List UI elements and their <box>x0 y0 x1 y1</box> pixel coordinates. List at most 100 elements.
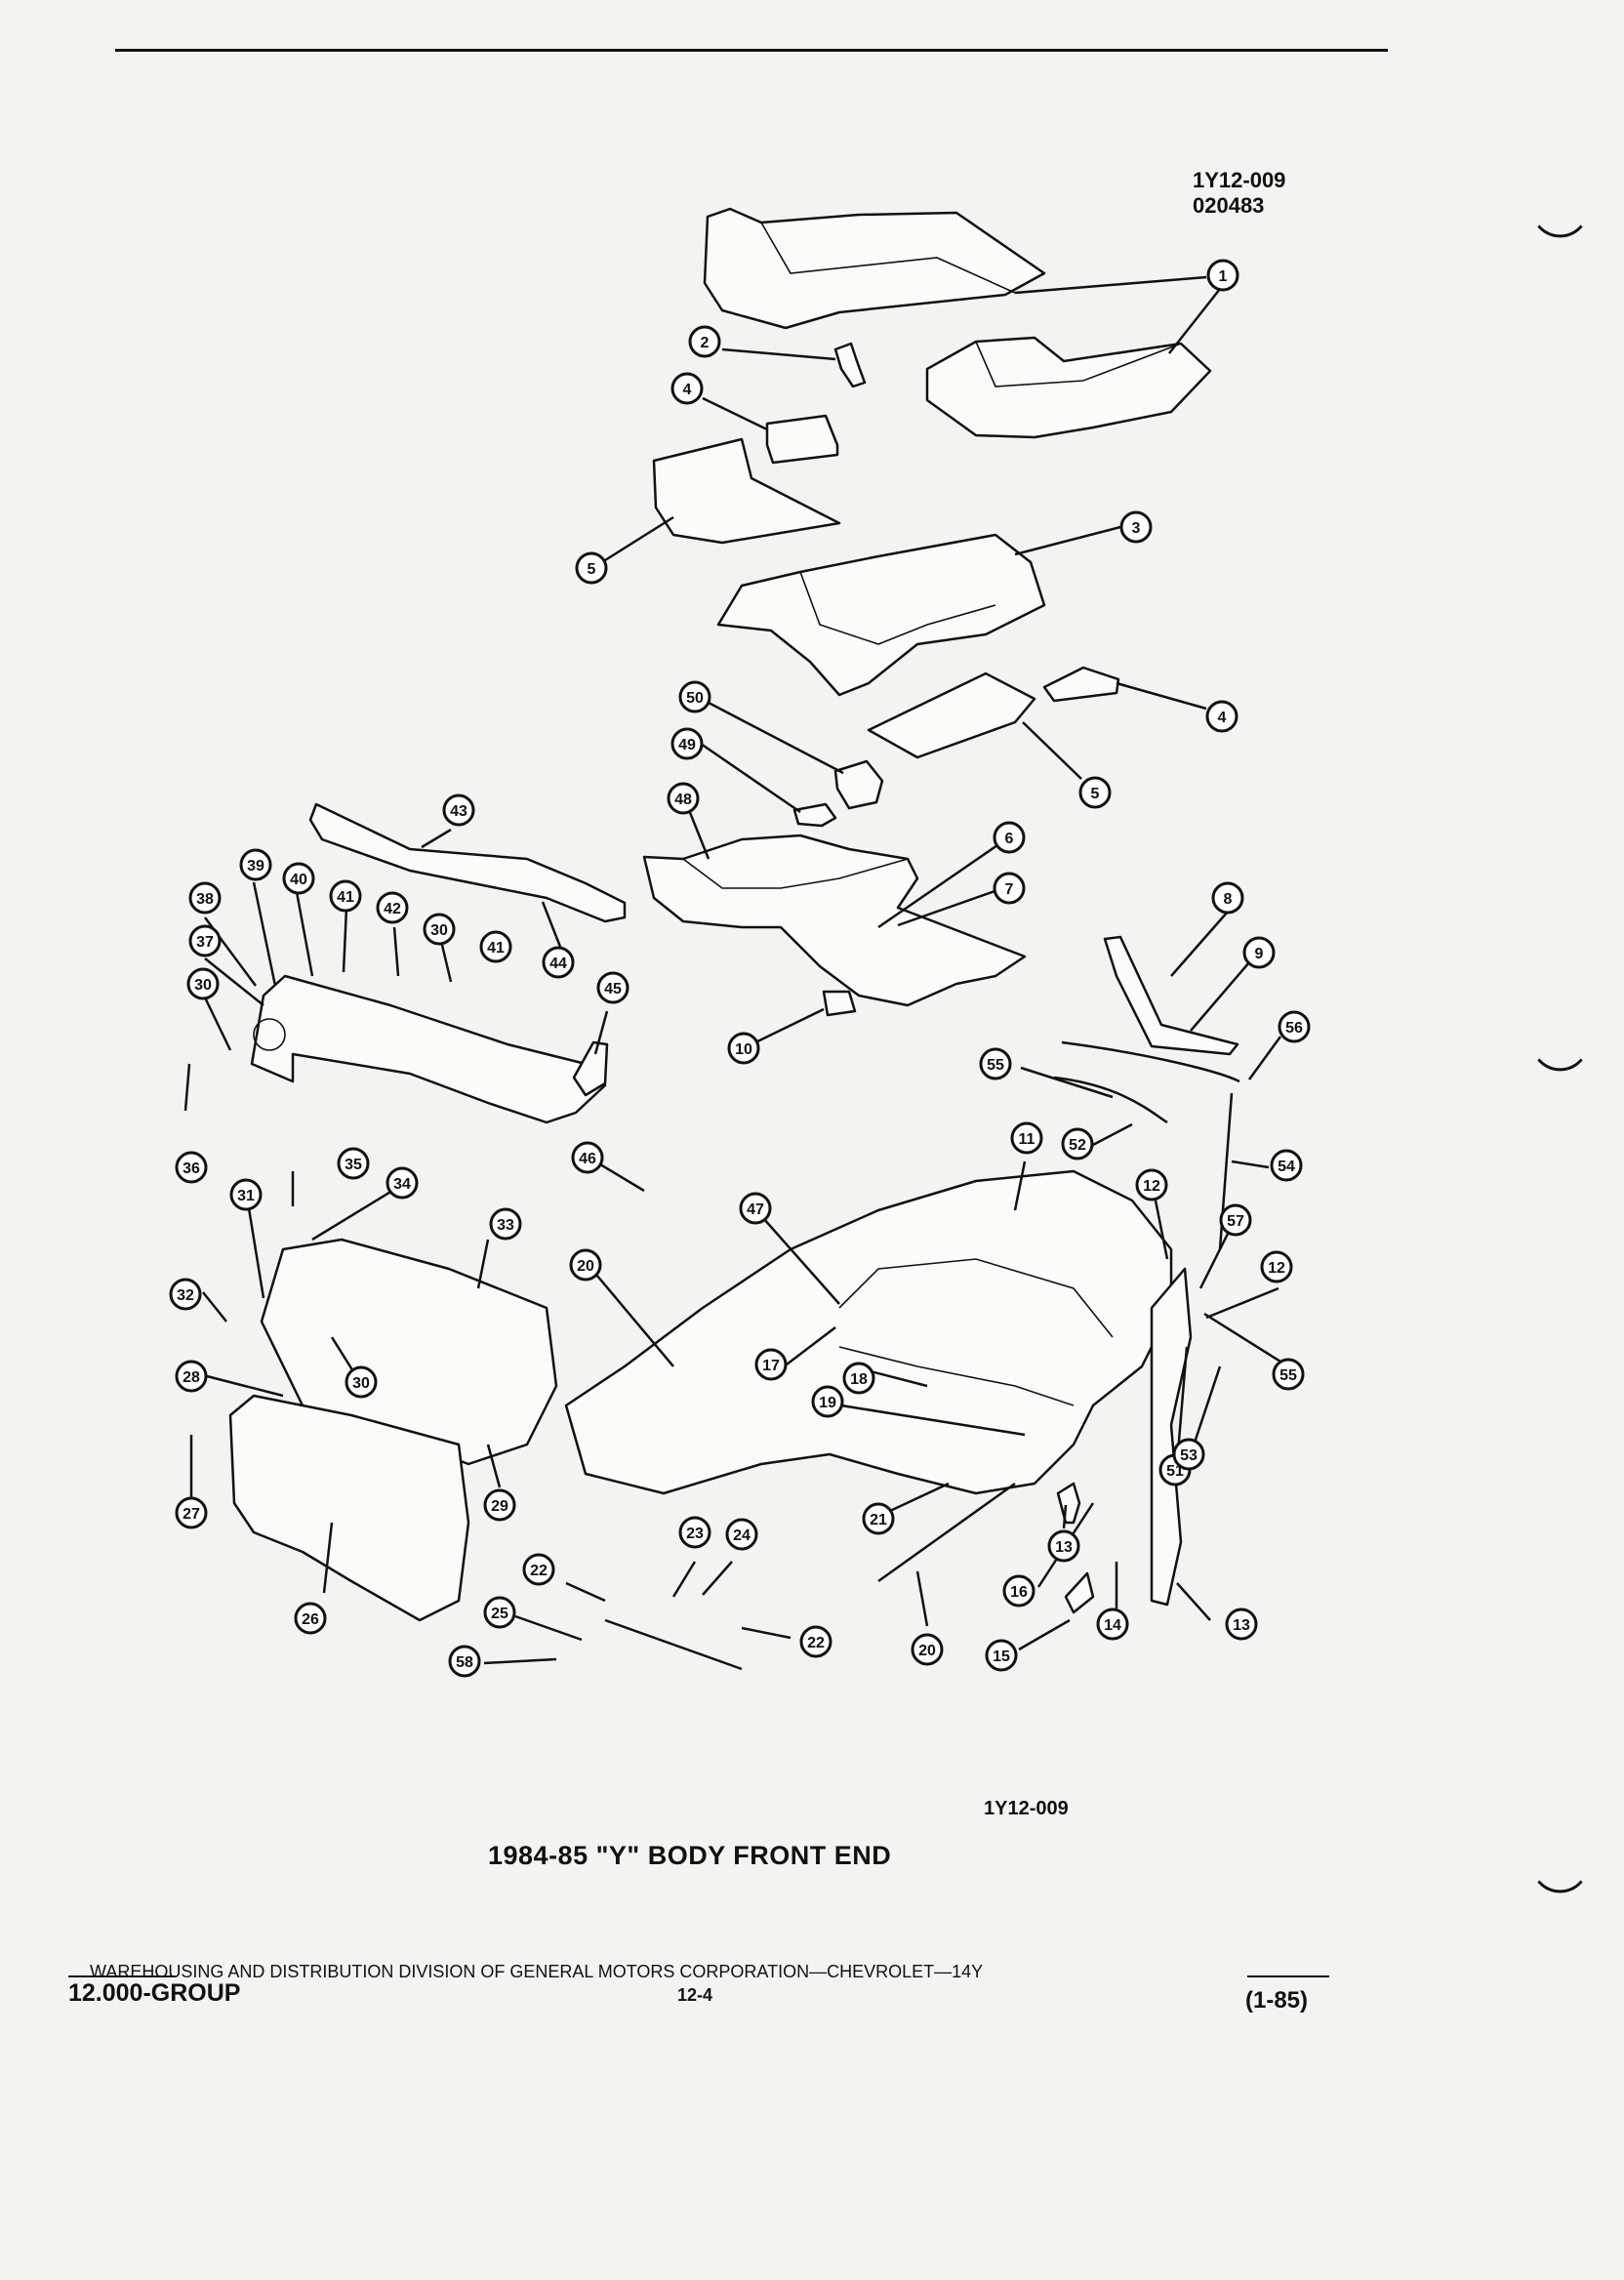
callout-9: 9 <box>1242 936 1276 969</box>
top-rule <box>115 49 1388 52</box>
part-15 <box>1064 1571 1095 1614</box>
svg-text:49: 49 <box>678 737 696 753</box>
svg-text:22: 22 <box>530 1563 548 1579</box>
svg-text:52: 52 <box>1069 1137 1086 1154</box>
svg-text:26: 26 <box>302 1611 319 1628</box>
part-5-upper <box>652 437 841 545</box>
callout-22: 22 <box>522 1553 555 1586</box>
svg-text:34: 34 <box>393 1176 411 1193</box>
part-floor-48 <box>642 834 1027 1007</box>
svg-text:33: 33 <box>497 1217 514 1234</box>
figure-header: 1Y12-009 020483 <box>1193 168 1285 219</box>
svg-text:35: 35 <box>345 1157 362 1173</box>
svg-text:37: 37 <box>196 934 214 951</box>
svg-text:41: 41 <box>337 889 354 906</box>
part-pillar-13b <box>1150 1267 1193 1607</box>
svg-text:23: 23 <box>686 1526 704 1542</box>
callout-12b: 12 <box>1260 1250 1293 1283</box>
callout-40: 40 <box>282 862 315 895</box>
svg-text:30: 30 <box>430 922 448 939</box>
svg-text:9: 9 <box>1255 946 1264 962</box>
parts-layer <box>183 207 1240 1671</box>
callouts-layer: 1 2 3 4 5 4 5 50 49 48 6 7 10 43 44 45 3… <box>169 259 1311 1678</box>
svg-text:54: 54 <box>1278 1159 1295 1175</box>
svg-text:2: 2 <box>701 335 710 351</box>
callout-47: 47 <box>739 1192 772 1225</box>
svg-text:4: 4 <box>1218 710 1227 726</box>
callout-25: 25 <box>483 1596 516 1629</box>
callout-58: 58 <box>448 1645 481 1678</box>
callout-54: 54 <box>1270 1149 1303 1182</box>
part-strip-52 <box>1053 1076 1168 1124</box>
callout-32: 32 <box>169 1278 202 1311</box>
callout-13: 13 <box>1047 1529 1080 1563</box>
svg-text:5: 5 <box>1091 786 1100 802</box>
svg-text:18: 18 <box>850 1371 868 1388</box>
callout-28: 28 <box>175 1360 208 1393</box>
footer-division-line: WAREHOUSING AND DISTRIBUTION DIVISION OF… <box>90 1962 984 1981</box>
footer-page-number: 12-4 <box>677 1985 713 2005</box>
callout-35: 35 <box>337 1147 370 1180</box>
part-rod-20 <box>877 1482 1016 1583</box>
svg-text:14: 14 <box>1104 1617 1121 1634</box>
svg-text:29: 29 <box>491 1498 508 1515</box>
callout-4: 4 <box>670 372 704 405</box>
part-50 <box>833 759 884 810</box>
callout-55b: 55 <box>1272 1358 1305 1391</box>
callout-5: 5 <box>575 551 608 585</box>
part-10 <box>822 990 857 1017</box>
svg-text:20: 20 <box>577 1258 594 1275</box>
svg-text:13: 13 <box>1233 1617 1250 1634</box>
callout-41: 41 <box>329 879 362 913</box>
part-36 <box>183 1063 191 1112</box>
callout-20b: 20 <box>911 1633 944 1666</box>
svg-text:7: 7 <box>1005 881 1014 898</box>
callout-5b: 5 <box>1078 776 1112 809</box>
callout-53: 53 <box>1172 1438 1205 1471</box>
callout-10: 10 <box>727 1032 760 1065</box>
svg-text:56: 56 <box>1285 1020 1303 1037</box>
callout-33: 33 <box>489 1207 522 1241</box>
callout-13b: 13 <box>1225 1608 1258 1641</box>
figure-date: 020483 <box>1193 193 1265 218</box>
callout-38: 38 <box>188 881 222 915</box>
callout-31: 31 <box>229 1178 263 1211</box>
footer-rule-right <box>1247 1975 1329 1977</box>
callout-7: 7 <box>993 872 1026 905</box>
callout-4b: 4 <box>1205 700 1238 733</box>
svg-text:39: 39 <box>247 858 264 875</box>
svg-text:50: 50 <box>686 690 704 707</box>
part-rod-22 <box>604 1618 743 1671</box>
callout-30c: 30 <box>345 1365 378 1399</box>
svg-text:57: 57 <box>1227 1213 1244 1230</box>
callout-52: 52 <box>1061 1127 1094 1160</box>
callout-23: 23 <box>678 1516 711 1549</box>
callout-24: 24 <box>725 1518 758 1551</box>
part-45 <box>572 1040 609 1097</box>
svg-text:11: 11 <box>1019 1131 1035 1148</box>
part-floor-pan-right <box>925 336 1212 439</box>
part-main-body <box>564 1169 1173 1495</box>
svg-text:28: 28 <box>183 1369 200 1386</box>
callout-16: 16 <box>1002 1574 1035 1608</box>
callout-6: 6 <box>993 821 1026 854</box>
svg-text:15: 15 <box>993 1649 1010 1665</box>
svg-text:22: 22 <box>807 1635 825 1651</box>
svg-text:45: 45 <box>604 981 622 998</box>
part-fender-26 <box>228 1394 470 1622</box>
part-49 <box>792 802 837 828</box>
svg-text:55: 55 <box>1279 1367 1297 1384</box>
callout-55: 55 <box>979 1047 1012 1080</box>
callout-18: 18 <box>842 1362 875 1395</box>
svg-text:30: 30 <box>352 1375 370 1392</box>
callout-11: 11 <box>1010 1121 1043 1155</box>
svg-text:3: 3 <box>1132 520 1141 537</box>
callout-48: 48 <box>667 782 700 815</box>
svg-text:31: 31 <box>237 1188 255 1204</box>
part-4-lower <box>1042 666 1120 703</box>
svg-text:12: 12 <box>1268 1260 1285 1277</box>
svg-text:21: 21 <box>870 1512 887 1528</box>
svg-text:42: 42 <box>384 901 401 917</box>
svg-text:48: 48 <box>674 792 692 808</box>
svg-text:47: 47 <box>747 1201 764 1218</box>
